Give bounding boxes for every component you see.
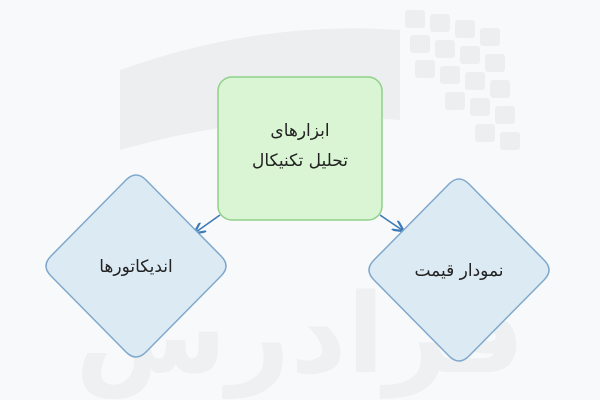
root-node-box bbox=[217, 76, 383, 221]
edge-root-to-indicators bbox=[196, 214, 221, 232]
root-node-label-line-2: تحلیل تکنیکال bbox=[252, 151, 348, 171]
indicators-node-label: اندیکاتورها bbox=[99, 257, 173, 277]
root-node-label-line-1: ابزارهای bbox=[270, 121, 329, 141]
root-node[interactable]: ابزارهای تحلیل تکنیکال bbox=[217, 76, 383, 221]
price-chart-node-label: نمودار قیمت bbox=[414, 261, 503, 281]
indicators-node-shape bbox=[45, 174, 227, 358]
price-chart-node-shape bbox=[368, 178, 550, 362]
price-chart-node[interactable]: نمودار قیمت bbox=[368, 178, 550, 362]
edge-root-to-price-chart bbox=[379, 214, 402, 230]
indicators-node[interactable]: اندیکاتورها bbox=[45, 174, 227, 358]
